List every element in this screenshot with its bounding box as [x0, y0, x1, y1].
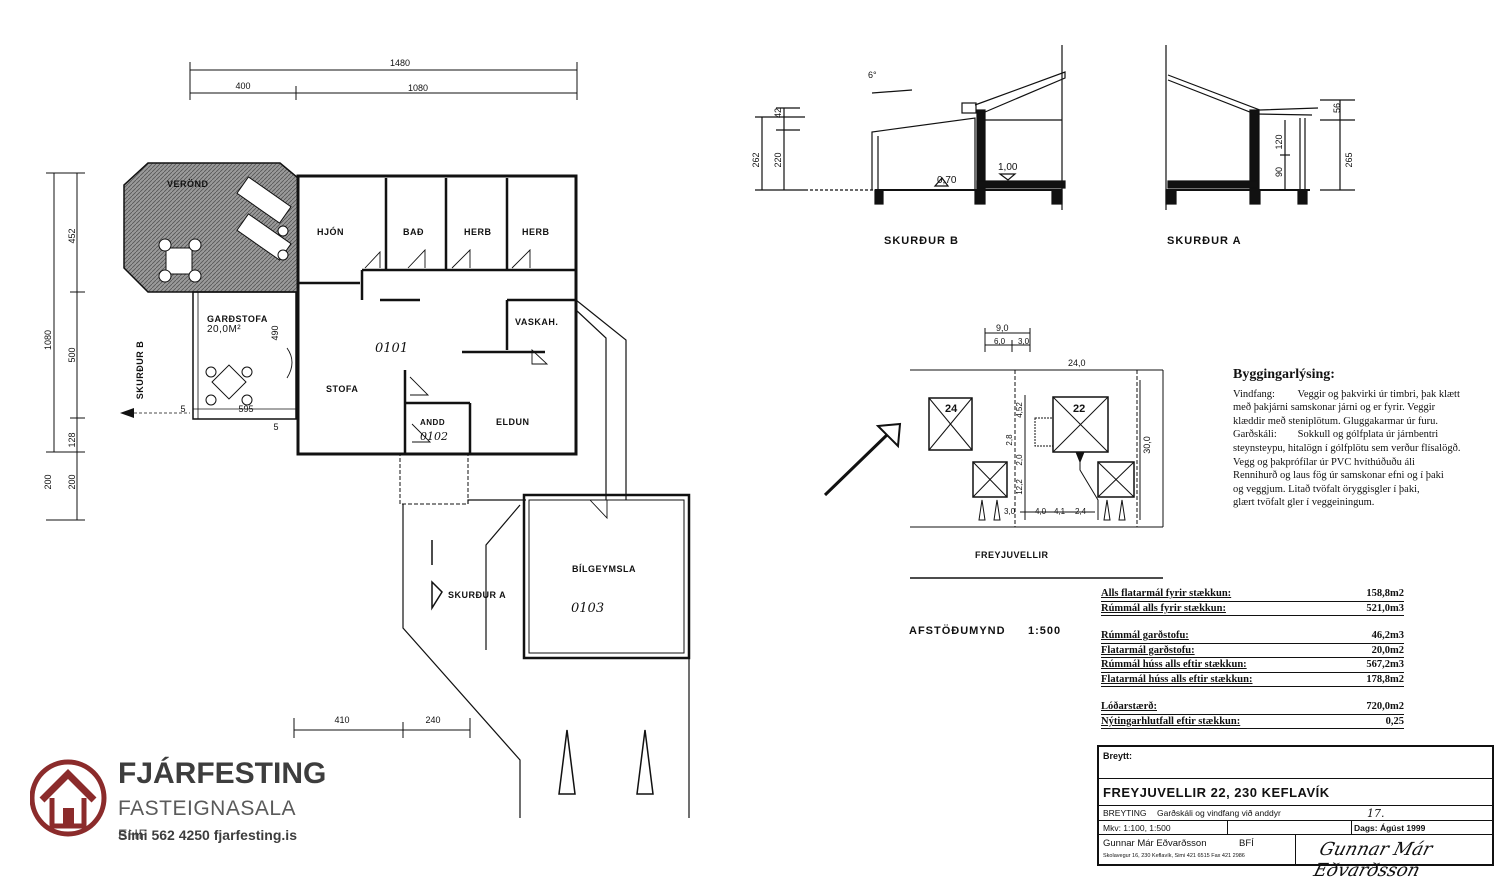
breyting-key: BREYTING: [1103, 808, 1147, 818]
building-description: Byggingarlýsing: Vindfang: Veggir og þak…: [1233, 368, 1483, 510]
agency-logo: FJÁRFESTING FASTEIGNASALA EHF Sími 562 4…: [30, 752, 330, 847]
designer-name: Gunnar Már Eðvarðsson: [1103, 838, 1207, 849]
house-logo-icon: [30, 759, 107, 837]
area-row: Alls flatarmál fyrir stækkun:158,8m2: [1101, 587, 1404, 602]
room-bad: BAÐ: [403, 227, 424, 237]
sheet-number: 17.: [1367, 807, 1385, 820]
area-row: Rúmmál garðstofu:46,2m3: [1101, 629, 1404, 644]
description-line: klæddir með steniplötum. Gluggakarmar úr…: [1233, 415, 1439, 427]
designer-title: BFÍ: [1239, 838, 1254, 849]
dim-490: 490: [270, 325, 280, 340]
area-table: Alls flatarmál fyrir stækkun:158,8m2 Rúm…: [1101, 587, 1404, 729]
description-line: og veggjum. Litað tvöfalt öryggisgler í …: [1233, 483, 1420, 495]
dim-left-width: 400: [235, 81, 250, 91]
area-row: Lóðarstærð:720,0m2: [1101, 700, 1404, 715]
dim-200-outer: 200: [43, 474, 53, 489]
dim-128: 128: [67, 432, 77, 447]
dim-5a: 5: [180, 404, 185, 414]
scale-text: Mkv: 1:100, 1:500: [1103, 823, 1171, 833]
description-heading: Byggingarlýsing:: [1233, 367, 1335, 382]
signature: Gunnar Már Eðvarðsson: [1311, 839, 1435, 881]
area-row: Flatarmál húss alls eftir stækkun:178,8m…: [1101, 673, 1404, 687]
room-andd: ANDD: [420, 418, 445, 427]
area-row: Flatarmál garðstofu:20,0m2: [1101, 644, 1404, 658]
title-block: Breytt: FREYJUVELLIR 22, 230 KEFLAVÍK BR…: [1097, 745, 1494, 881]
plan-section-a-marker: SKURÐUR A: [448, 590, 506, 600]
area-row: Rúmmál alls fyrir stækkun:521,0m3: [1101, 602, 1404, 616]
description-line: Rennihurð og laus fög úr samskonar efni …: [1233, 470, 1444, 482]
breyting-text: Garðskáli og vindfang við anddyr: [1157, 808, 1281, 818]
breytt-label: Breytt:: [1103, 751, 1133, 761]
dim-500: 500: [67, 347, 77, 362]
dim-total-depth: 1080: [43, 330, 53, 350]
description-line: steynsteypu, hitalögn í gólfplötu sem ve…: [1233, 442, 1461, 454]
dim-240: 240: [425, 715, 440, 725]
room-herb-1: HERB: [464, 227, 492, 237]
dim-452: 452: [67, 228, 77, 243]
date-text: Dags: Ágúst 1999: [1354, 823, 1426, 833]
room-herb-2: HERB: [522, 227, 550, 237]
description-line: Garðskáli: Sokkull og gólfplata úr járnb…: [1233, 429, 1439, 441]
room-gardstofa: GARÐSTOFA: [207, 314, 268, 324]
brand-name: FJÁRFESTING: [118, 757, 327, 790]
area-row: Nýtingarhlutfall eftir stækkun:0,25: [1101, 715, 1404, 729]
project-name: FREYJUVELLIR 22, 230 KEFLAVÍK: [1103, 785, 1330, 800]
room-bilgeymsla: BÍLGEYMSLA: [572, 564, 636, 574]
plan-section-b-marker: SKURÐUR B: [135, 341, 145, 400]
description-line: glært tvöfalt gler í veggeiningum.: [1233, 497, 1375, 509]
room-gardstofa-area: 20,0M²: [207, 324, 241, 335]
dim-total-width: 1480: [390, 58, 410, 68]
brand-contact: Sími 562 4250 fjarfesting.is: [118, 827, 297, 843]
brand-subtitle: FASTEIGNASALA EHF: [118, 797, 295, 842]
area-row: Rúmmál húss alls eftir stækkun:567,2m3: [1101, 658, 1404, 673]
designer-address: Skolavegur 16, 230 Keflavík, Simi 421 65…: [1103, 853, 1245, 859]
dim-595: 595: [238, 404, 253, 414]
dim-410: 410: [334, 715, 349, 725]
description-line: Vindfang: Veggir og þakvirki úr timbri, …: [1233, 388, 1460, 400]
verond-deck: [123, 162, 299, 293]
code-0101: 0101: [375, 341, 408, 356]
code-0102: 0102: [420, 430, 448, 443]
room-vaskah: VASKAH.: [515, 317, 558, 327]
dim-200-inner: 200: [67, 474, 77, 489]
room-stofa: STOFA: [326, 384, 358, 394]
code-0103: 0103: [571, 601, 604, 616]
room-eldun: ELDUN: [496, 417, 530, 427]
room-verond: VERÖND: [167, 179, 209, 189]
room-hjon: HJÓN: [317, 226, 344, 237]
description-line: Vegg og þakprófílar úr PVC hvíthúðuðu ál…: [1233, 456, 1415, 468]
description-line: með þakjárni samskonar járni og er fyrir…: [1233, 402, 1436, 414]
dim-5b: 5: [273, 422, 278, 432]
dim-right-width: 1080: [408, 83, 428, 93]
